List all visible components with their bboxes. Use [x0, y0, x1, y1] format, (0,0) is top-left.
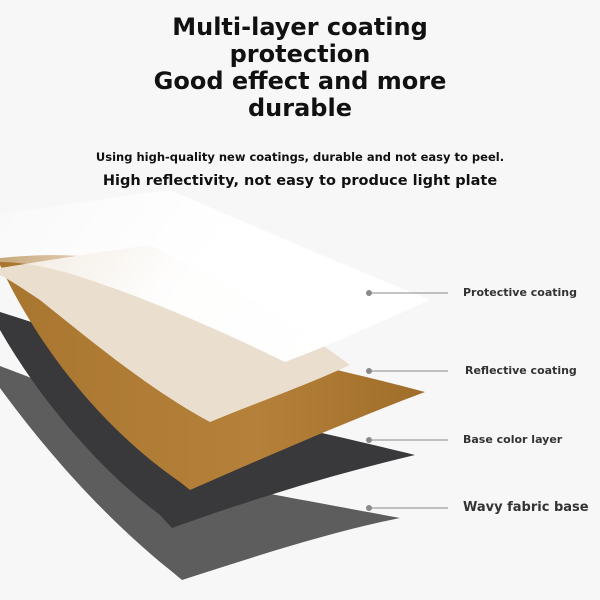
callout-dot — [366, 505, 372, 511]
cream-layer — [0, 245, 350, 422]
callout-dot — [366, 437, 372, 443]
headline-line-3: Good effect and more — [153, 67, 447, 95]
label-base-color-layer: Base color layer — [463, 433, 563, 446]
callout-fabric — [366, 505, 448, 511]
protective-coating-layer — [0, 190, 430, 362]
headline-line-2: protection — [229, 40, 371, 68]
subtitle-large: High reflectivity, not easy to produce l… — [102, 173, 498, 189]
callout-dot — [366, 290, 372, 296]
label-reflective-coating: Reflective coating — [465, 364, 577, 377]
headline: Multi-layer coating protection Good effe… — [0, 14, 600, 122]
label-wavy-fabric-base: Wavy fabric base — [463, 500, 589, 515]
subtitle-small: Using high-quality new coatings, durable… — [95, 150, 505, 164]
callout-base-color — [366, 437, 448, 443]
headline-line-4: durable — [248, 94, 352, 122]
label-protective-coating: Protective coating — [463, 286, 578, 299]
callout-protective — [366, 290, 448, 296]
headline-line-1: Multi-layer coating — [172, 13, 428, 41]
callout-dot — [366, 368, 372, 374]
callout-reflective — [366, 368, 448, 374]
